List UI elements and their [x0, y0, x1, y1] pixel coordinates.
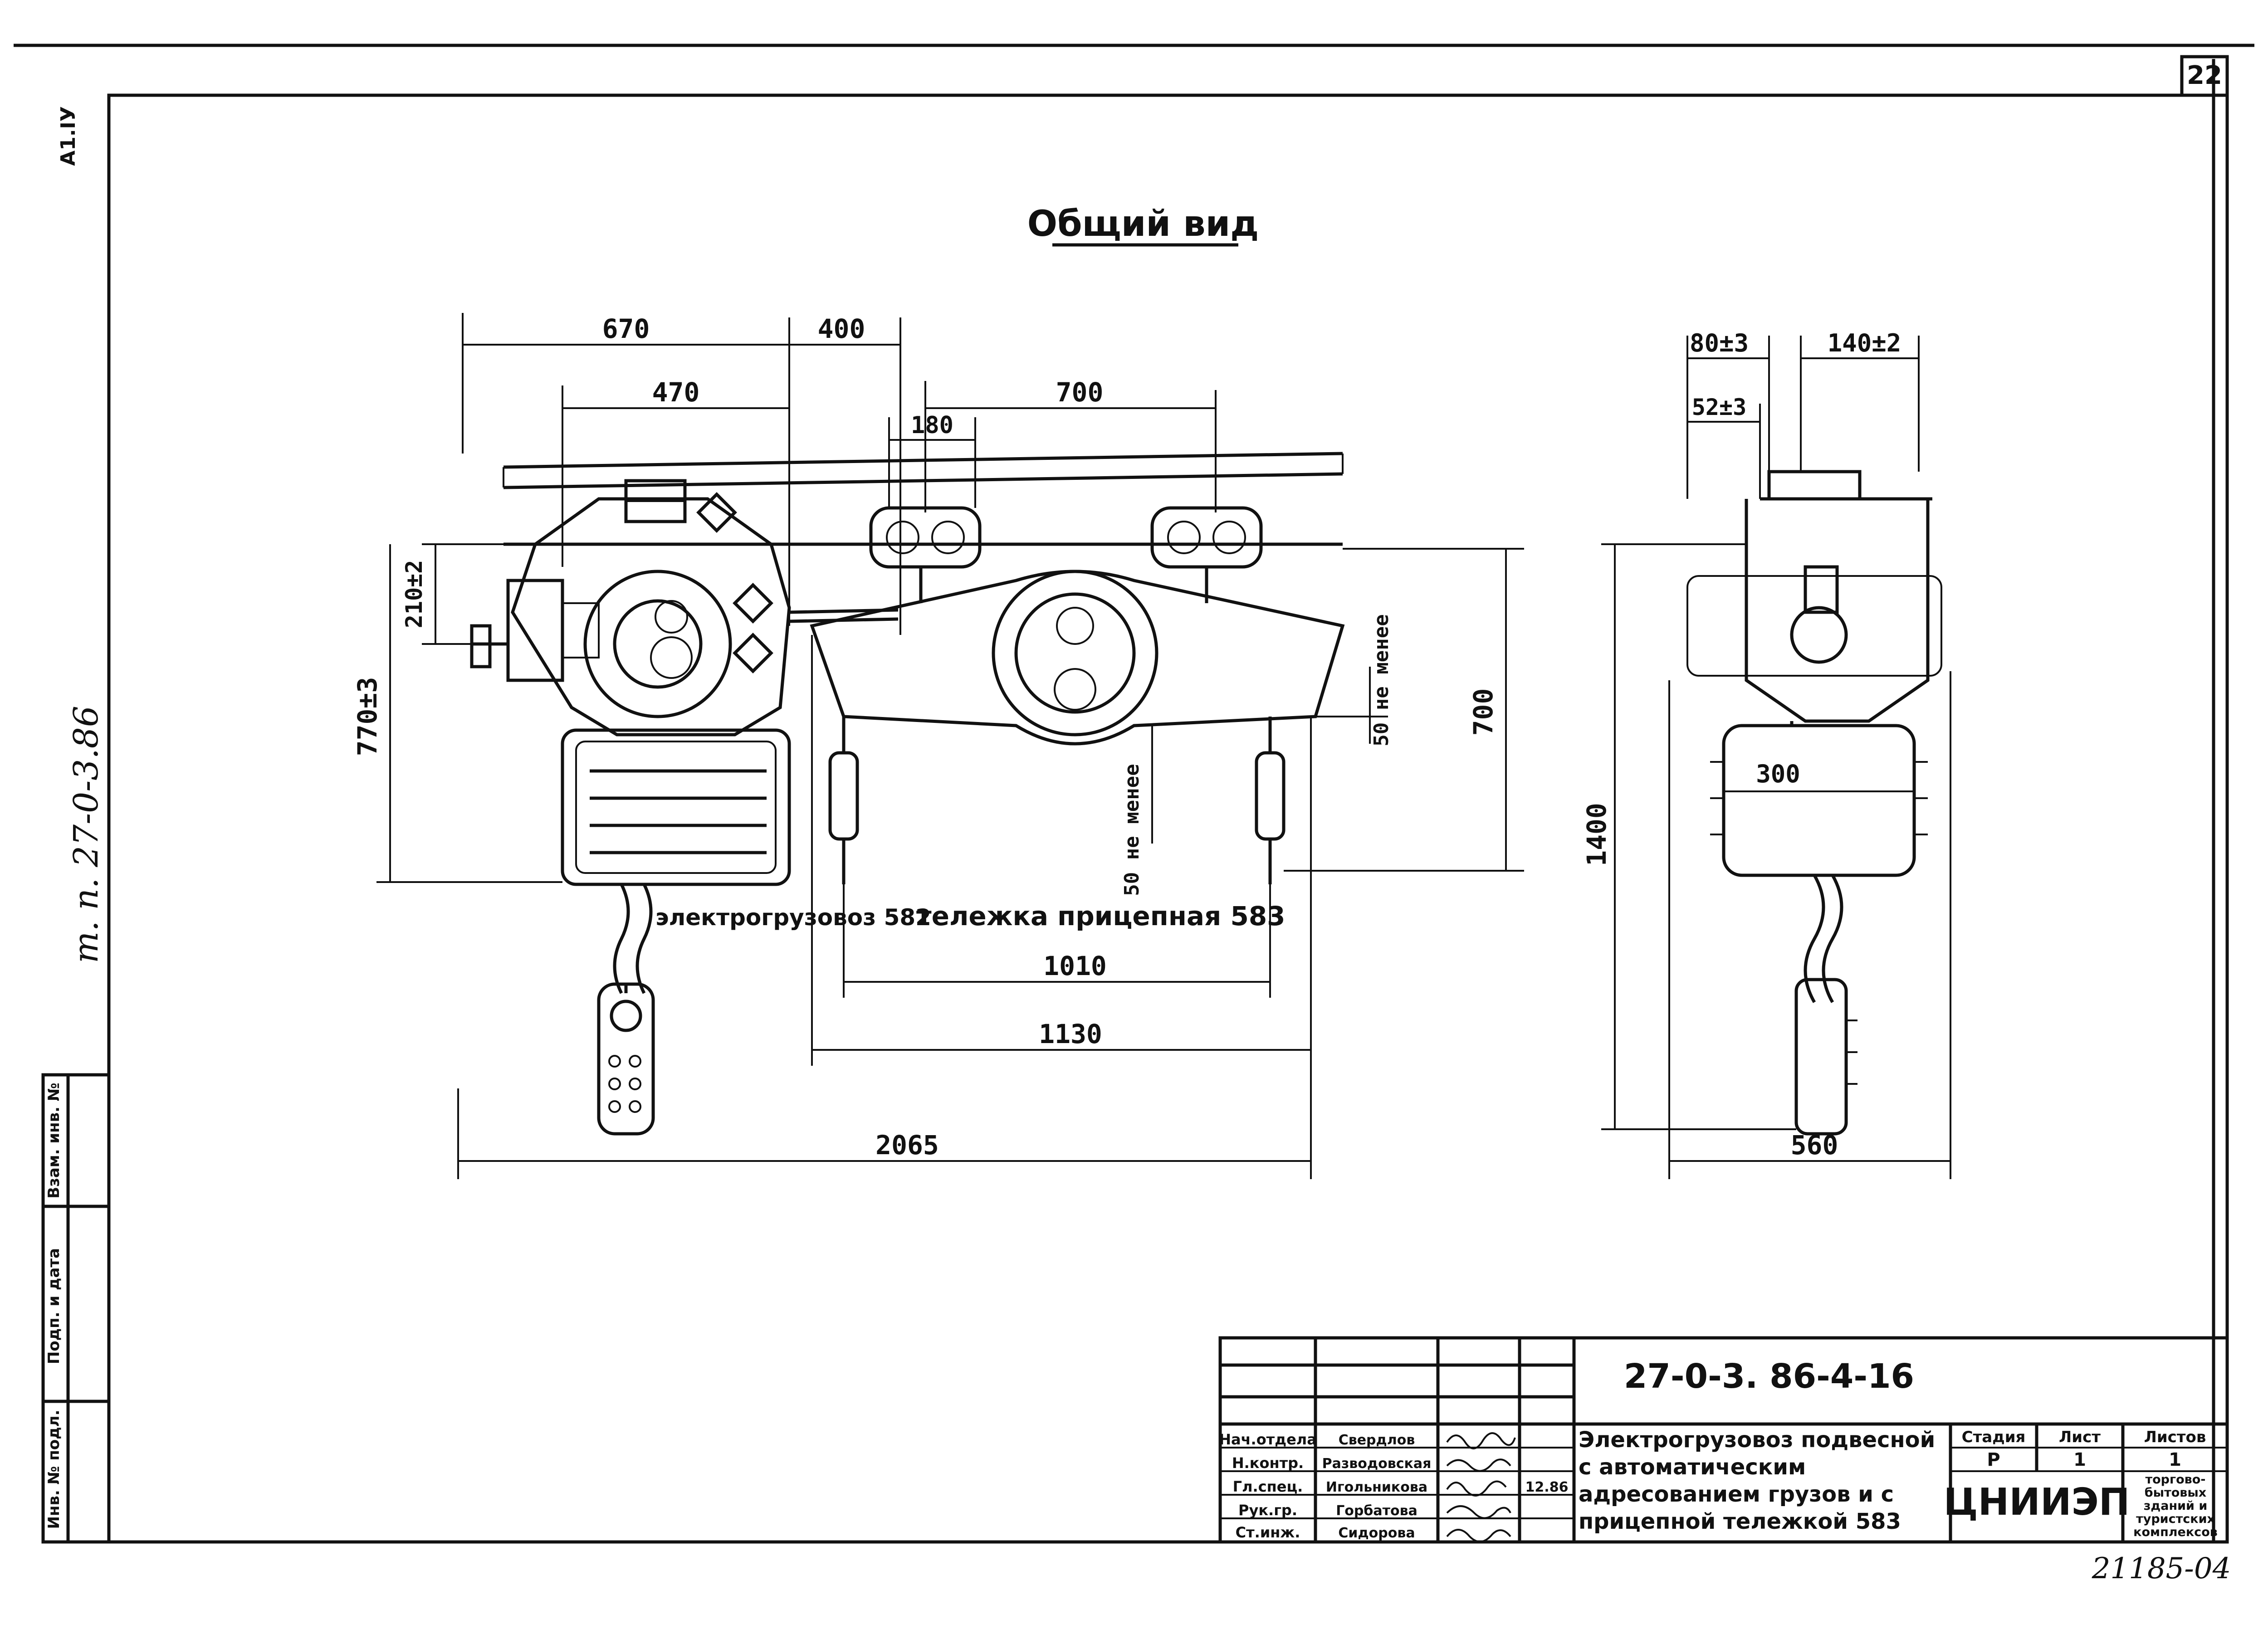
- dim-700-top: 700: [1056, 377, 1104, 408]
- sheet-format-label: А1.IУ: [57, 106, 80, 166]
- dim-1400: 1400: [1581, 803, 1612, 866]
- dim-670: 670: [602, 313, 650, 344]
- side-stamp: [41, 1073, 111, 1544]
- dim-210: 210±2: [401, 560, 427, 629]
- org-department-box: торгово-бытовых зданий и туристских комп…: [2133, 1473, 2218, 1539]
- role-5: Ст.инж.: [1236, 1524, 1300, 1541]
- role-1: Нач.отдела: [1219, 1431, 1317, 1448]
- name-4: Горбатова: [1336, 1503, 1418, 1519]
- name-1: Свердлов: [1339, 1432, 1415, 1448]
- role-3: Гл.спец.: [1233, 1478, 1303, 1495]
- side-stamp-label-1: Инв. № подл.: [45, 1410, 63, 1529]
- stage-value: Р: [1987, 1449, 2000, 1470]
- dim-560: 560: [1791, 1130, 1838, 1161]
- description-box: Электрогрузовоз подвесной с автоматическ…: [1579, 1427, 1936, 1534]
- side-view: [1601, 336, 1951, 1179]
- side-stamp-label-2: Подп. и дата: [45, 1248, 63, 1364]
- dim-700-vertical: 700: [1468, 688, 1499, 736]
- role-2: Н.контр.: [1232, 1454, 1304, 1472]
- label-trolley-583: тележка прицепная 583: [916, 901, 1286, 932]
- sheet-frame: [14, 44, 2254, 1544]
- name-3: Игольникова: [1326, 1479, 1427, 1495]
- dim-1130: 1130: [1039, 1019, 1102, 1049]
- trolley-583: [810, 506, 1345, 884]
- overhead-rail: [503, 452, 1344, 546]
- archive-code: 21185-04: [2092, 1552, 2231, 1585]
- dim-300: 300: [1756, 760, 1800, 788]
- side-document-code: т. п. 27-0-3.86: [67, 706, 106, 963]
- dim-470: 470: [652, 377, 700, 408]
- dim-180: 180: [911, 412, 953, 439]
- name-2: Разводовская: [1322, 1456, 1432, 1472]
- dim-50-center: 50 не менее: [1120, 764, 1144, 896]
- stage-header: Стадия: [1962, 1428, 2026, 1446]
- date-cell: 12.86: [1525, 1479, 1569, 1495]
- dim-50-right: 50 не менее: [1370, 614, 1393, 746]
- name-5: Сидорова: [1338, 1525, 1415, 1541]
- organization-name: ЦНИИЭП: [1944, 1481, 2130, 1524]
- dim-140: 140±2: [1828, 329, 1901, 357]
- sheet-number: 22: [2187, 61, 2222, 90]
- dim-2065: 2065: [875, 1130, 939, 1161]
- side-stamp-label-3: Взам. инв. №: [45, 1083, 63, 1199]
- dim-52: 52±3: [1692, 394, 1746, 420]
- dim-1010: 1010: [1043, 951, 1107, 981]
- sheet-number-box: [2180, 55, 2229, 97]
- main-view: 670 400 470 700 180 210±2 770±3 50 не ме…: [352, 313, 1524, 1179]
- sheet-header: Лист: [2059, 1428, 2101, 1446]
- dim-80: 80±3: [1690, 329, 1749, 357]
- hoist-582: [470, 479, 899, 1136]
- sheets-value: 1: [2169, 1449, 2181, 1470]
- org-department: торгово-бытовых зданий и туристских комп…: [2133, 1473, 2218, 1539]
- sheets-header: Листов: [2144, 1428, 2206, 1446]
- title-block: [1218, 1336, 2229, 1544]
- label-hoist-582: электрогрузовоз 582: [655, 904, 931, 931]
- document-code: 27-0-3. 86-4-16: [1624, 1357, 1914, 1396]
- sheet-value: 1: [2073, 1449, 2086, 1470]
- drawing-title: Общий вид: [1027, 204, 1259, 244]
- dim-770: 770±3: [352, 677, 383, 756]
- main-dimensions: [376, 313, 1524, 1179]
- dim-400: 400: [818, 313, 865, 344]
- signatures: [1446, 1432, 1516, 1543]
- role-4: Рук.гр.: [1238, 1502, 1297, 1519]
- drawing-description: Электрогрузовоз подвесной с автоматическ…: [1579, 1427, 1936, 1534]
